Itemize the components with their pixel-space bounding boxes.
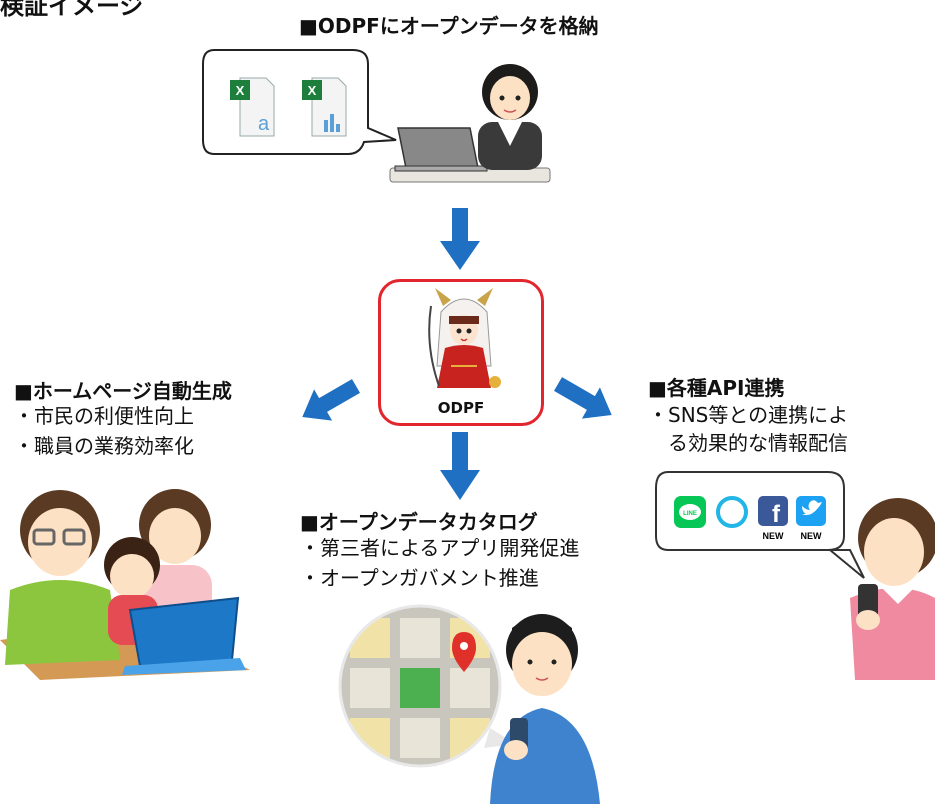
top-step-heading: ■ODPFにオープンデータを格納 [299,14,599,38]
svg-text:a: a [258,113,270,135]
left-step-bullet: ・市民の利便性向上 [14,404,194,428]
odpf-platform-box: ODPF [378,279,544,426]
alexa-icon [716,496,748,528]
svg-text:X: X [308,83,317,98]
right-step-bullet: る効果的な情報配信 [668,431,848,455]
office-worker-woman [478,64,542,170]
right-step-heading: ■各種API連携 [648,376,785,400]
new-badge: NEW [801,531,823,541]
excel-document-icon: X a [230,77,275,137]
left-step-heading: ■ホームページ自動生成 [14,379,232,403]
odpf-mascot-character [428,288,501,388]
bottom-step-bullet: ・オープンガバメント推進 [300,566,539,590]
line-app-icon: LINE [674,496,706,528]
twitter-icon [796,496,826,526]
arrow-down-to-catalog [440,432,480,500]
svg-text:f: f [772,501,781,528]
sns-user-illustration: LINE f NEW NEW [655,471,935,680]
right-step-bullet: ・SNS等との連携によ [648,403,849,427]
new-badge: NEW [763,531,785,541]
bottom-step-bullet: ・第三者によるアプリ開発促進 [300,536,580,560]
bottom-step-heading: ■オープンデータカタログ [300,510,538,534]
svg-text:X: X [236,83,245,98]
facebook-icon: f [758,496,788,528]
odpf-label: ODPF [437,399,485,417]
arrow-to-api [554,377,612,419]
map-bubble [340,606,500,766]
arrow-to-homepage [302,379,360,421]
family-at-computer-illustration [0,489,250,680]
arrow-down-to-odpf [440,208,480,270]
left-step-bullet: ・職員の業務効率化 [14,434,194,458]
data-entry-illustration: X a X [202,49,551,183]
svg-text:LINE: LINE [683,511,697,517]
map-pin-icon [452,632,476,672]
laptop-icon [394,127,488,172]
catalog-user-illustration [338,604,600,804]
excel-chart-document-icon: X [302,77,347,137]
page-title: 検証イメージ [0,0,144,20]
